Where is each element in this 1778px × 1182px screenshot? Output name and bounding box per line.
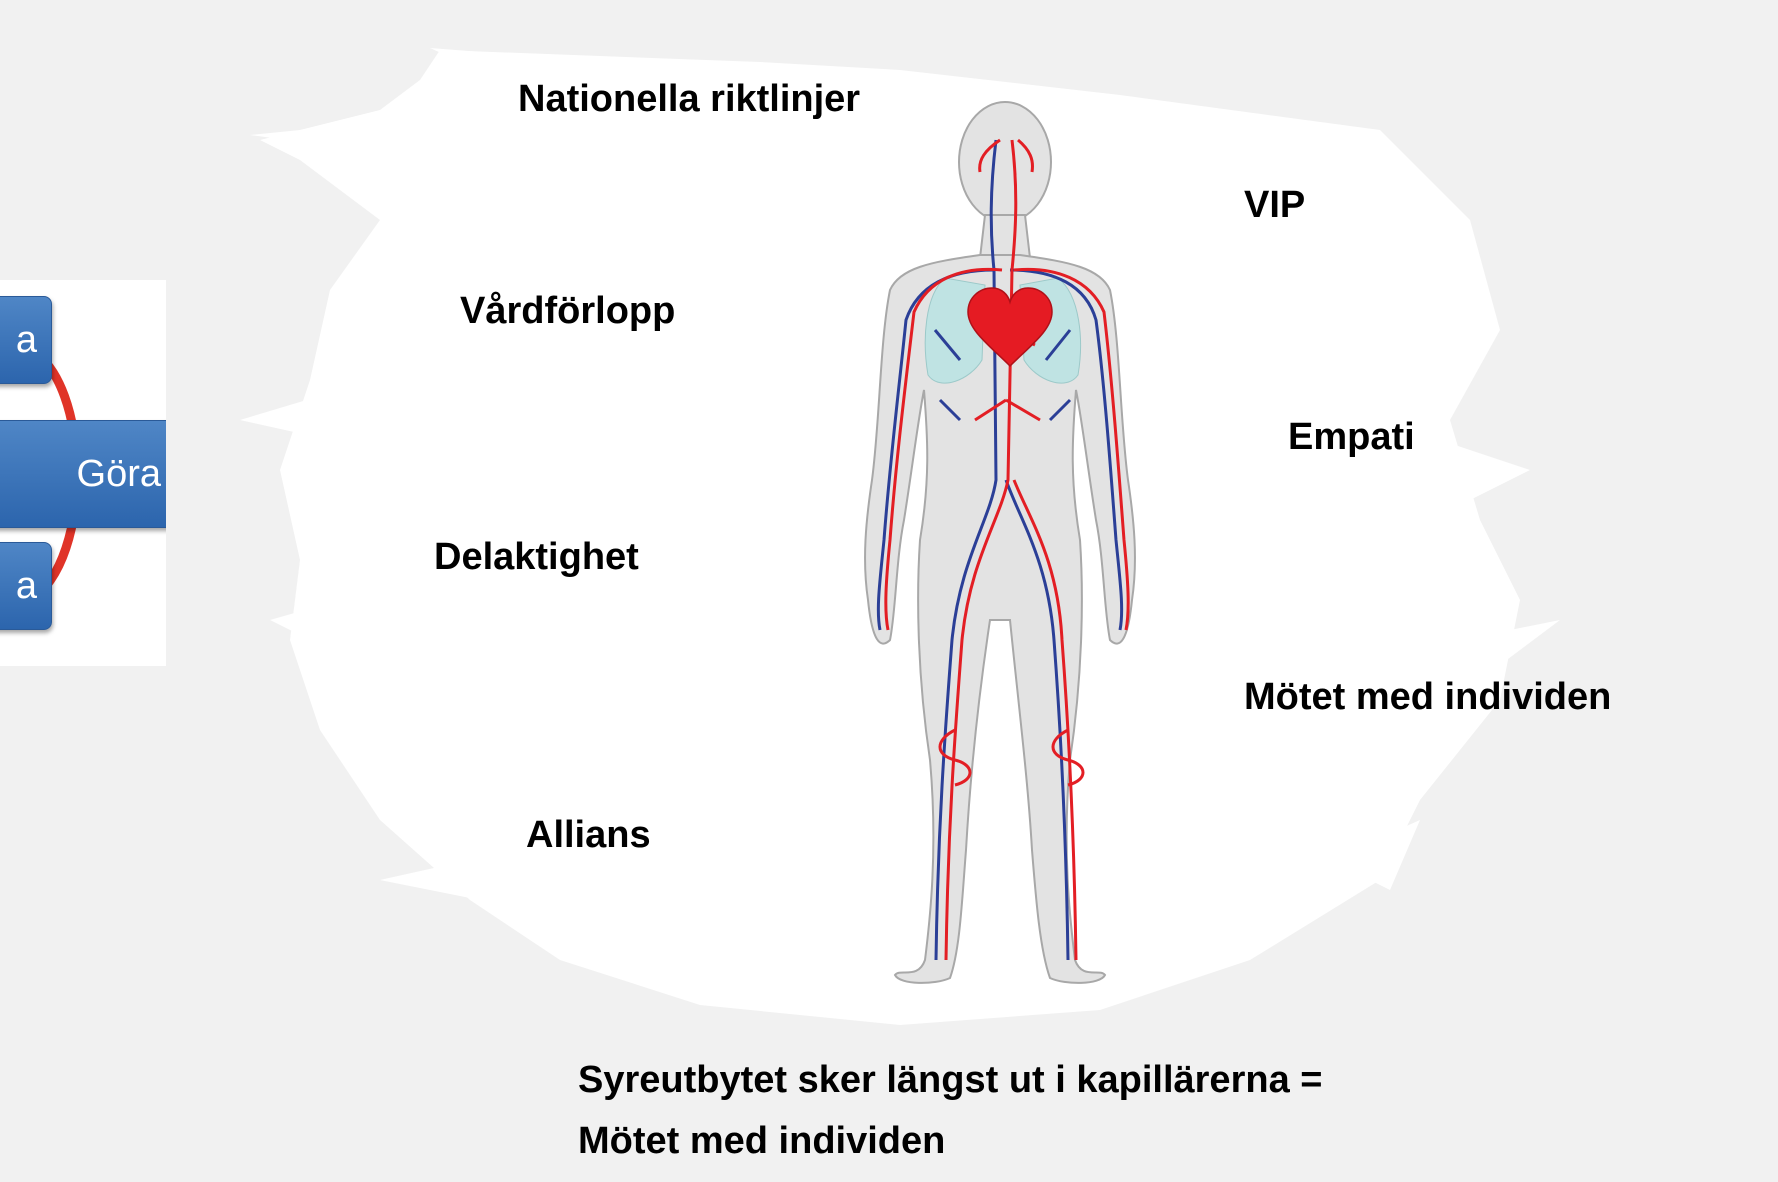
- label-motet-med-individen: Mötet med individen: [1244, 678, 1611, 716]
- cycle-box-middle: Göra: [0, 420, 166, 528]
- cycle-diagram: a Göra a: [0, 280, 166, 666]
- label-allians: Allians: [526, 816, 651, 854]
- label-empati: Empati: [1288, 418, 1415, 456]
- label-delaktighet: Delaktighet: [434, 538, 639, 576]
- cycle-box-middle-label: Göra: [77, 453, 161, 496]
- cycle-box-bottom: a: [0, 542, 52, 630]
- caption-line-1: Syreutbytet sker längst ut i kapillärern…: [578, 1050, 1322, 1111]
- label-nationella-riktlinjer: Nationella riktlinjer: [518, 80, 860, 118]
- caption-line-2: Mötet med individen: [578, 1111, 1322, 1172]
- cycle-box-top: a: [0, 296, 52, 384]
- body-silhouette: [865, 102, 1135, 983]
- caption: Syreutbytet sker längst ut i kapillärern…: [578, 1050, 1322, 1172]
- label-vip: VIP: [1244, 186, 1305, 224]
- cycle-box-top-label: a: [16, 319, 37, 362]
- cycle-box-bottom-label: a: [16, 565, 37, 608]
- label-vardforlopp: Vårdförlopp: [460, 292, 675, 330]
